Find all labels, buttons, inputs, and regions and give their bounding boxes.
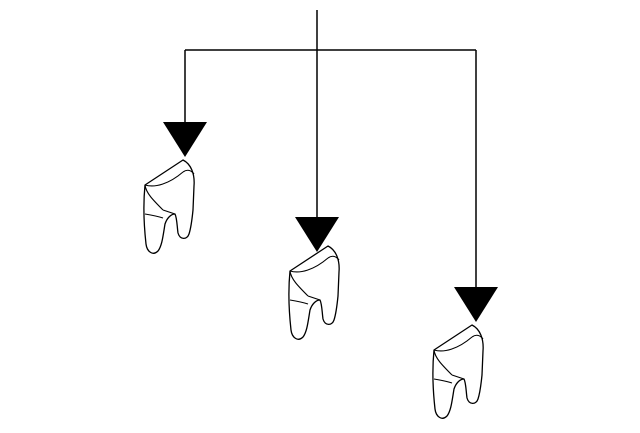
- molar-tooth-icon: [432, 324, 484, 419]
- arrow-heads: [163, 122, 498, 322]
- molar-tooth-icon: [288, 245, 340, 340]
- tooth-node-1: [143, 159, 195, 254]
- connector-lines: [184, 10, 477, 288]
- arrow-head-left: [163, 122, 207, 157]
- arrow-head-right: [454, 287, 498, 322]
- arrow-head-middle: [295, 217, 339, 252]
- molar-tooth-icon: [143, 159, 195, 254]
- tooth-node-2: [288, 245, 340, 340]
- tooth-node-3: [432, 324, 484, 419]
